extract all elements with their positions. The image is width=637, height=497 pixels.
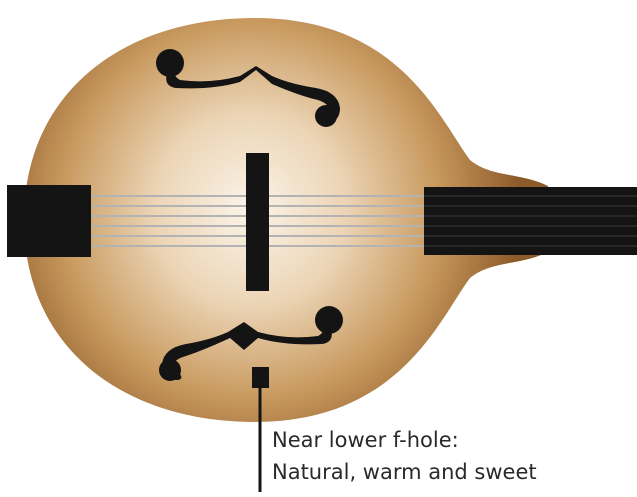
caption-line-1: Near lower f-hole: bbox=[272, 430, 459, 451]
caption-line-2: Natural, warm and sweet bbox=[272, 462, 537, 483]
fretboard bbox=[424, 187, 637, 255]
bridge bbox=[246, 153, 269, 291]
tailpiece bbox=[7, 185, 91, 257]
microphone-marker bbox=[252, 367, 269, 388]
